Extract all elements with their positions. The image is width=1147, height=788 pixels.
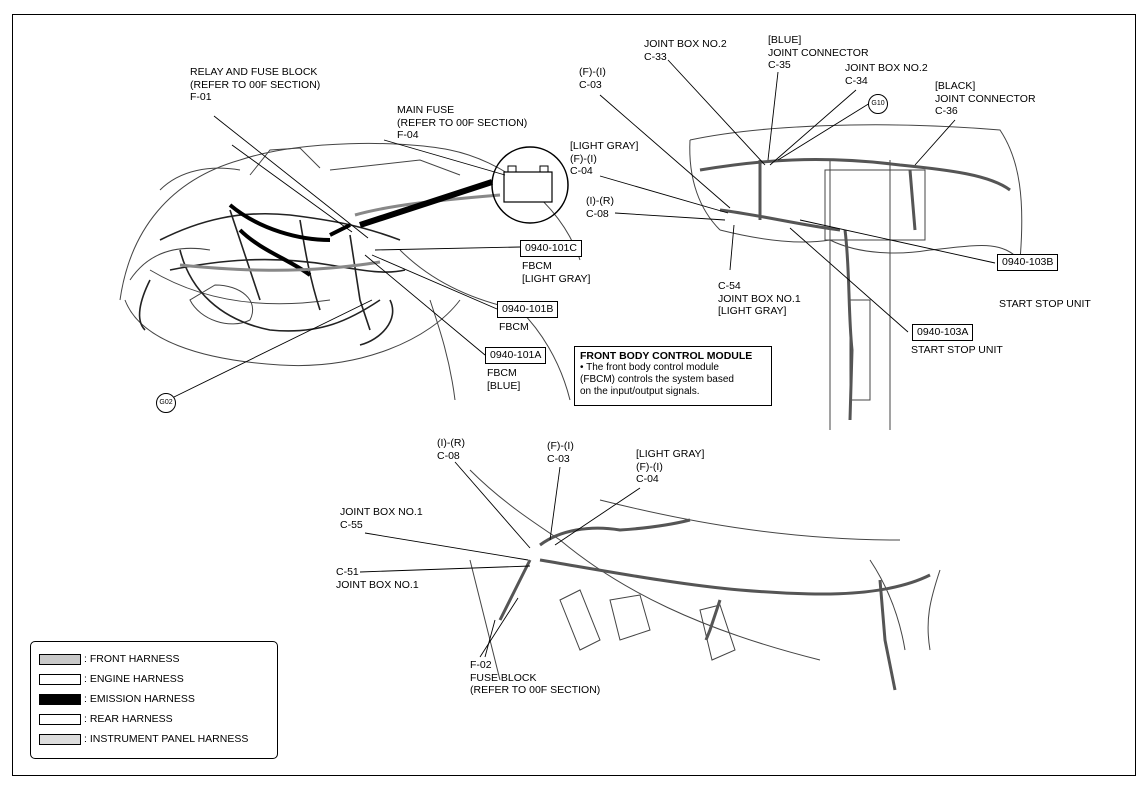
legend-item-rear-harness: : REAR HARNESS: [39, 712, 173, 726]
info-box-line: on the input/output signals.: [580, 386, 700, 397]
connector-ref-103a: 0940-103A: [912, 324, 974, 341]
ip-harness-lines: [699, 158, 1011, 421]
harness-legend: : FRONT HARNESS : ENGINE HARNESS : EMISS…: [30, 641, 278, 759]
front-harness-lines: [179, 193, 501, 272]
legend-swatch: [39, 693, 81, 705]
fbcm-blue-label: FBCM[BLUE]: [487, 367, 521, 392]
legend-item-engine-harness: : ENGINE HARNESS: [39, 672, 184, 686]
ground-g02-icon: G02: [156, 393, 176, 413]
connector-ref-103b: 0940-103B: [997, 254, 1059, 271]
instrument-panel-drawing: [689, 124, 1023, 430]
fbcm-light-gray-label: FBCM[LIGHT GRAY]: [522, 260, 591, 285]
floor-drawing: [469, 469, 941, 681]
info-box-line: (FBCM) controls the system based: [580, 374, 734, 385]
connector-ref-101a: 0940-101A: [485, 347, 547, 364]
c04-floor-label: [LIGHT GRAY](F)-(I)C-04: [636, 448, 705, 485]
relay-fuse-block-label: RELAY AND FUSE BLOCK(REFER TO 00F SECTIO…: [190, 66, 321, 103]
c08-ip-label: (I)-(R)C-08: [586, 195, 614, 220]
legend-item-emission-harness: : EMISSION HARNESS: [39, 692, 195, 706]
c03-ip-label: (F)-(I)C-03: [579, 66, 606, 91]
legend-swatch: [39, 653, 81, 665]
start-stop-unit-b-label: START STOP UNIT: [999, 298, 1091, 310]
legend-item-front-harness: : FRONT HARNESS: [39, 652, 179, 666]
info-box-title: FRONT BODY CONTROL MODULE: [580, 350, 753, 362]
start-stop-unit-a-label: START STOP UNIT: [911, 344, 1003, 356]
legend-swatch: [39, 673, 81, 685]
floor-harness-lines: [498, 518, 931, 691]
fbcm-info-box: FRONT BODY CONTROL MODULE • The front bo…: [574, 346, 772, 406]
connector-ref-101c: 0940-101C: [520, 240, 582, 257]
legend-swatch: [39, 713, 81, 725]
info-box-line: • The front body control module: [580, 362, 719, 373]
connector-ref-101b: 0940-101B: [497, 301, 559, 318]
engine-harness-lines: [138, 209, 406, 346]
battery-detail: [359, 146, 569, 228]
c03-floor-label: (F)-(I)C-03: [547, 440, 574, 465]
main-fuse-label: MAIN FUSE(REFER TO 00F SECTION)F-04: [397, 104, 528, 141]
legend-item-instrument-panel-harness: : INSTRUMENT PANEL HARNESS: [39, 732, 248, 746]
c04-ip-label: [LIGHT GRAY](F)-(I)C-04: [570, 140, 639, 177]
c08-floor-label: (I)-(R)C-08: [437, 437, 465, 462]
legend-swatch: [39, 733, 81, 745]
fbcm-label: FBCM: [499, 321, 529, 333]
diagram-frame: [12, 14, 1136, 776]
leader-lines: [173, 59, 996, 658]
ground-g10-icon: G10: [868, 94, 888, 114]
